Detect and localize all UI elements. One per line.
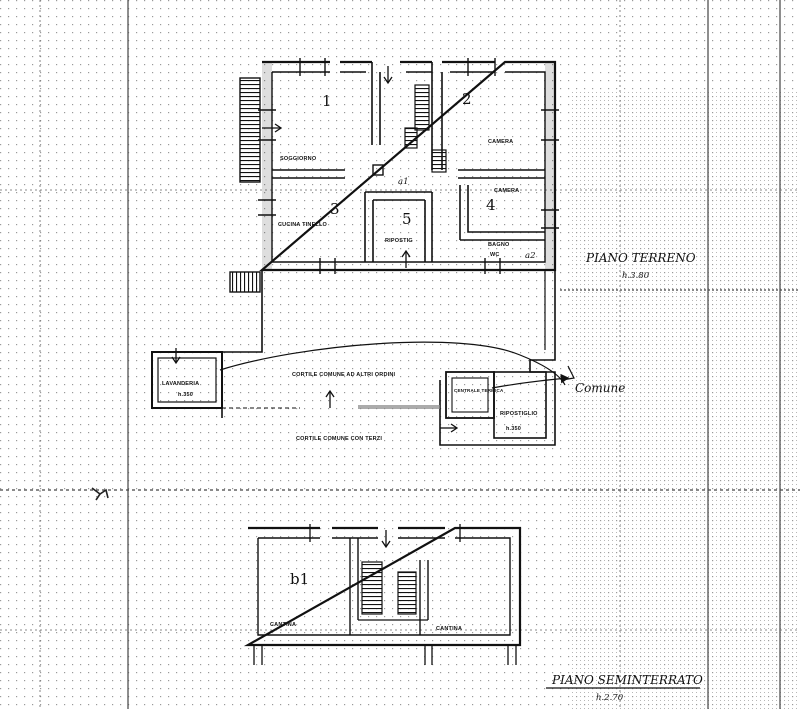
room-label-camera-small: CAMERA bbox=[494, 188, 519, 194]
corridor-label-a1: a1 bbox=[398, 177, 408, 187]
room-label-cantina-right: CANTINA bbox=[436, 626, 462, 632]
room-number-3: 3 bbox=[330, 200, 340, 218]
ground-floor-height: h.3.80 bbox=[622, 271, 650, 281]
room-label-ripostiglio-ext-height: h.350 bbox=[506, 426, 521, 432]
north-mark-icon bbox=[91, 487, 109, 501]
room-label-cantina-left: CANTINA bbox=[270, 622, 296, 628]
courtyard-label-2: CORTILE COMUNE CON TERZI bbox=[296, 436, 382, 442]
room-number-4: 4 bbox=[486, 196, 496, 214]
basement-plan bbox=[243, 524, 522, 665]
basement-labels: b1 CANTINA CANTINA PIANO SEMINTERRATO h.… bbox=[270, 570, 703, 703]
room-label-bagno: BAGNO bbox=[488, 242, 510, 248]
room-label-ripostiglio: RIPOSTIG bbox=[385, 238, 413, 244]
boundary-annotation: Comune bbox=[575, 381, 625, 395]
room-number-b1: b1 bbox=[290, 570, 309, 588]
room-label-wc: WC bbox=[490, 252, 500, 258]
room-label-cucina: CUCINA TINELLO bbox=[278, 222, 328, 228]
courtyard-plan bbox=[151, 270, 575, 446]
ground-floor-title: PIANO TERRENO bbox=[585, 251, 696, 265]
basement-height: h.2.70 bbox=[596, 693, 624, 703]
corridor-label-a2: a2 bbox=[525, 251, 535, 261]
room-number-1: 1 bbox=[322, 92, 332, 110]
ground-floor-labels: SOGGIORNO CAMERA CAMERA CUCINA TINELLO R… bbox=[162, 90, 696, 442]
room-label-ripostiglio-ext: RIPOSTIGLIO bbox=[500, 411, 538, 417]
room-label-lavanderia: LAVANDERIA bbox=[162, 381, 199, 387]
room-label-centrale-termica: CENTRALE TERMICA bbox=[454, 388, 504, 393]
room-label-lavanderia-height: h.350 bbox=[178, 392, 193, 398]
ground-floor-plan bbox=[171, 58, 559, 433]
room-number-5: 5 bbox=[402, 210, 412, 228]
courtyard-label-1: CORTILE COMUNE AD ALTRI ORDINI bbox=[292, 372, 396, 378]
room-number-2: 2 bbox=[462, 90, 472, 108]
room-label-soggiorno: SOGGIORNO bbox=[280, 156, 317, 162]
room-label-camera: CAMERA bbox=[488, 139, 513, 145]
basement-title: PIANO SEMINTERRATO bbox=[551, 673, 703, 687]
